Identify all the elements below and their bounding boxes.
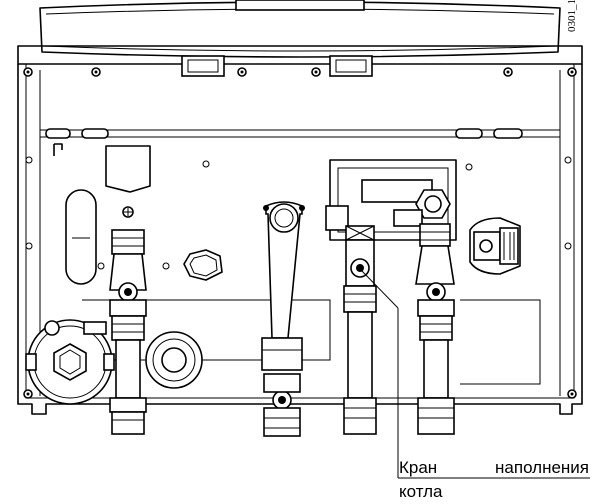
mounting-slots: [45, 128, 523, 156]
callout-word-2: наполнения: [495, 458, 589, 477]
filling-valve: [343, 225, 377, 435]
screws: [23, 67, 577, 399]
pipe-boss: [145, 249, 223, 389]
right-knob: [460, 217, 541, 385]
drawing-code: 0301_1008: [566, 0, 578, 32]
valve-right: [415, 223, 455, 435]
pump-filter: [25, 319, 115, 405]
valve-left: [109, 229, 147, 435]
hydraulic-block: [325, 159, 457, 241]
left-panel-details: [65, 145, 331, 361]
callout-word-1: Кран: [399, 458, 438, 477]
callout-label: Кран наполнения котла: [399, 456, 589, 504]
central-pipe: [261, 201, 305, 437]
top-cover: [17, 0, 583, 77]
callout-word-3: котла: [399, 482, 443, 501]
callout-leader: [360, 269, 590, 479]
